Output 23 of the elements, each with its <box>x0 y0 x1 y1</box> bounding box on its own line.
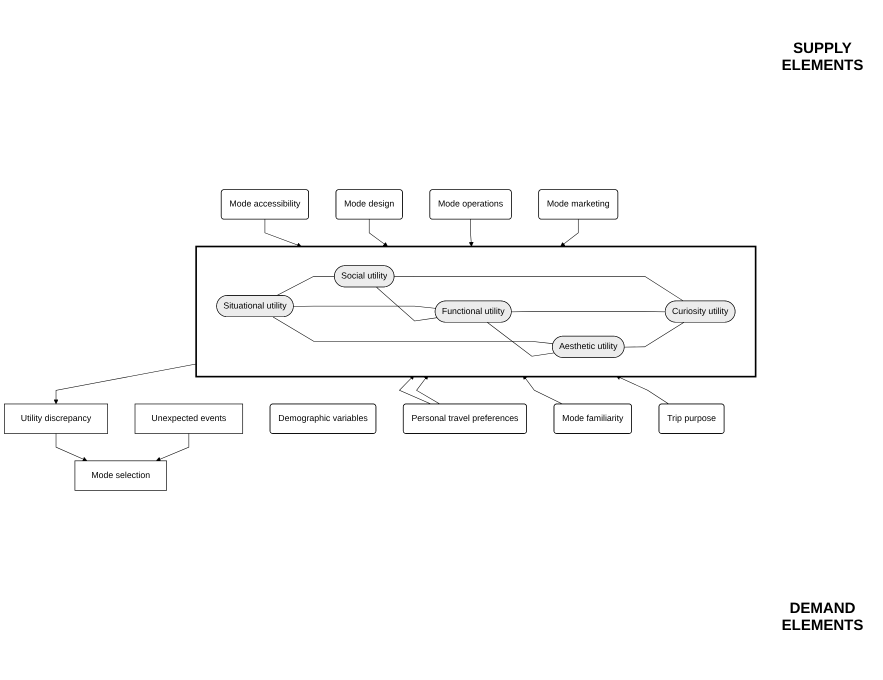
arrow <box>54 364 196 404</box>
arrow <box>156 433 190 462</box>
connector <box>394 276 684 302</box>
cluster <box>195 246 756 378</box>
connector <box>272 316 554 344</box>
connector <box>293 306 436 309</box>
node-box: Unexpected events <box>134 404 244 434</box>
arrow <box>616 375 670 404</box>
connector <box>624 322 684 348</box>
arrow <box>368 218 388 247</box>
connector <box>487 322 555 357</box>
node-box: Mode selection <box>74 460 167 491</box>
connector <box>376 286 438 322</box>
connector <box>276 276 335 296</box>
node-box: Utility discrepancy <box>4 404 108 434</box>
arrow <box>560 218 579 247</box>
arrow <box>56 433 88 462</box>
arrow <box>264 218 302 248</box>
side-label: SUPPLY ELEMENTS <box>780 40 864 74</box>
side-label: DEMAND ELEMENTS <box>780 600 864 634</box>
arrow <box>398 375 432 404</box>
arrow <box>468 218 474 247</box>
connector <box>511 311 666 312</box>
